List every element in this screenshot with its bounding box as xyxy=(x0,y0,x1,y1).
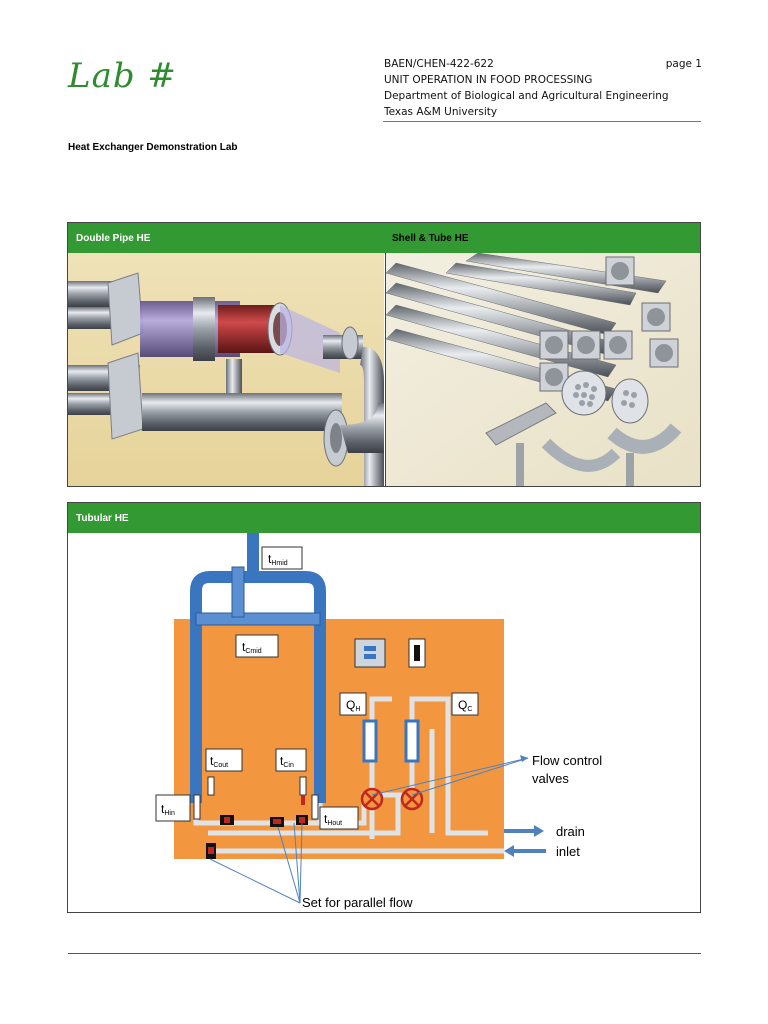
tubular-he-panel: Tubular HE xyxy=(67,502,701,913)
course-code: BAEN/CHEN-422-622 xyxy=(384,58,494,70)
panel-header: Tubular HE xyxy=(68,503,700,533)
flow-meter-hot xyxy=(362,719,378,763)
svg-text:tCout: tCout xyxy=(210,754,228,769)
header-divider xyxy=(383,121,701,122)
annotation-leaders xyxy=(209,757,529,904)
svg-text:tCin: tCin xyxy=(280,754,294,769)
label-t-cmid: tCmid xyxy=(235,634,279,658)
thermometer-tcout xyxy=(207,776,215,796)
control-indicator-left xyxy=(354,638,386,668)
flow-control-valve-1 xyxy=(360,787,384,811)
tubular-he-label: Tubular HE xyxy=(76,513,129,524)
label-q-h: QH xyxy=(339,692,367,716)
svg-text:tHin: tHin xyxy=(161,802,175,817)
lab-title: Lab # xyxy=(68,56,177,96)
page-number: page 1 xyxy=(665,58,702,70)
flow-control-label-line1: Flow control xyxy=(532,753,602,768)
svg-text:QC: QC xyxy=(458,698,472,713)
double-pipe-illustration xyxy=(68,253,384,486)
label-q-c: QC xyxy=(451,692,479,716)
heat-exchanger-types-panel: Double Pipe HE Shell & Tube HE xyxy=(67,222,701,487)
thermometer-thout xyxy=(311,794,319,820)
thermometer-thin xyxy=(193,794,201,820)
switch-valve-4 xyxy=(206,843,216,859)
shell-tube-label: Shell & Tube HE xyxy=(392,233,469,244)
flow-control-label-line2: valves xyxy=(532,771,569,786)
shell-and-tube-illustration xyxy=(385,253,700,486)
inlet-label: inlet xyxy=(556,844,580,859)
label-t-hmid: tHmid xyxy=(261,546,303,570)
label-t-hout: tHout xyxy=(319,806,359,830)
drain-arrow xyxy=(504,825,544,837)
svg-text:tCmid: tCmid xyxy=(242,640,262,655)
course-name: UNIT OPERATION IN FOOD PROCESSING xyxy=(384,74,593,86)
svg-text:tHout: tHout xyxy=(324,812,342,827)
thermometer-tcin xyxy=(299,776,307,805)
inlet-arrow xyxy=(504,845,546,857)
tubular-he-diagram: tHmid tCmid tCout tCin tHin tHout QH QC xyxy=(155,533,602,910)
drain-label: drain xyxy=(556,824,585,839)
svg-text:tHmid: tHmid xyxy=(268,552,288,567)
panel-header: Double Pipe HE Shell & Tube HE xyxy=(68,223,700,253)
department-name: Department of Biological and Agricultura… xyxy=(384,90,669,102)
switch-valve-1 xyxy=(220,815,234,825)
flow-meter-cold xyxy=(404,719,420,763)
course-info-block: BAEN/CHEN-422-622 page 1 UNIT OPERATION … xyxy=(384,56,702,120)
university-name: Texas A&M University xyxy=(384,106,498,118)
switch-valve-2 xyxy=(270,817,284,827)
footer-divider xyxy=(68,953,701,954)
switch-valve-3 xyxy=(296,815,308,825)
label-t-cin: tCin xyxy=(275,748,307,772)
label-t-hin: tHin xyxy=(155,794,191,822)
flow-control-valve-2 xyxy=(400,787,424,811)
double-pipe-label: Double Pipe HE xyxy=(76,233,151,244)
parallel-flow-label: Set for parallel flow xyxy=(302,895,413,910)
label-t-cout: tCout xyxy=(205,748,243,772)
document-title: Heat Exchanger Demonstration Lab xyxy=(68,142,238,153)
svg-text:QH: QH xyxy=(346,698,360,713)
